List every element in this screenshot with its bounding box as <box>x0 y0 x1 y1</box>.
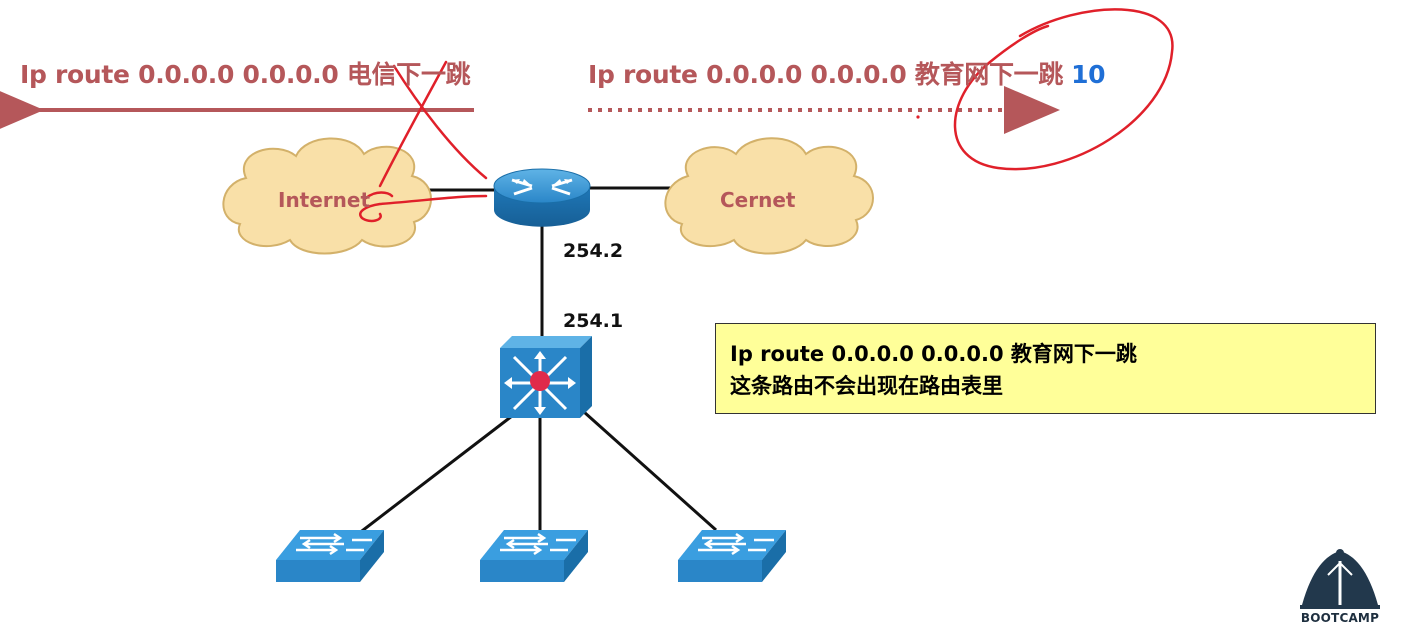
telecom-route-label: Ip route 0.0.0.0 0.0.0.0 电信下一跳 <box>20 55 471 91</box>
switch-interface-ip: 254.1 <box>563 310 624 332</box>
internet-cloud-label: Internet <box>278 188 371 212</box>
pen-dot <box>916 115 920 119</box>
route-metric-value: 10 <box>1071 60 1106 89</box>
return-stroke <box>359 194 488 223</box>
cernet-cloud-icon <box>664 137 874 255</box>
note-line-2: 这条路由不会出现在路由表里 <box>730 374 1003 398</box>
access-switch-icon <box>276 530 384 582</box>
bootcamp-logo-icon <box>1300 549 1380 609</box>
note-box: Ip route 0.0.0.0 0.0.0.0 教育网下一跳 这条路由不会出现… <box>715 323 1376 414</box>
internet-cloud-icon <box>222 137 432 255</box>
core-switch-icon <box>500 336 592 418</box>
router-icon <box>493 168 591 227</box>
cernet-cloud-label: Cernet <box>720 188 796 212</box>
logo-text: BOOTCAMP <box>1300 611 1380 625</box>
access-switch-icon <box>678 530 786 582</box>
cross-out-stroke-2 <box>392 64 488 180</box>
core-access-link-3 <box>583 410 717 532</box>
metric-circle <box>953 8 1174 171</box>
note-line-1: Ip route 0.0.0.0 0.0.0.0 教育网下一跳 <box>730 342 1137 366</box>
handwritten-annotations <box>359 8 1174 223</box>
telecom-route-text: Ip route 0.0.0.0 0.0.0.0 电信下一跳 <box>20 60 471 89</box>
router-interface-ip: 254.2 <box>563 240 624 262</box>
hook-stroke <box>364 191 394 200</box>
cross-out-stroke-1 <box>378 60 448 188</box>
core-access-link-1 <box>357 414 513 536</box>
access-switch-icon <box>480 530 588 582</box>
cernet-route-text: Ip route 0.0.0.0 0.0.0.0 教育网下一跳 <box>588 60 1064 89</box>
